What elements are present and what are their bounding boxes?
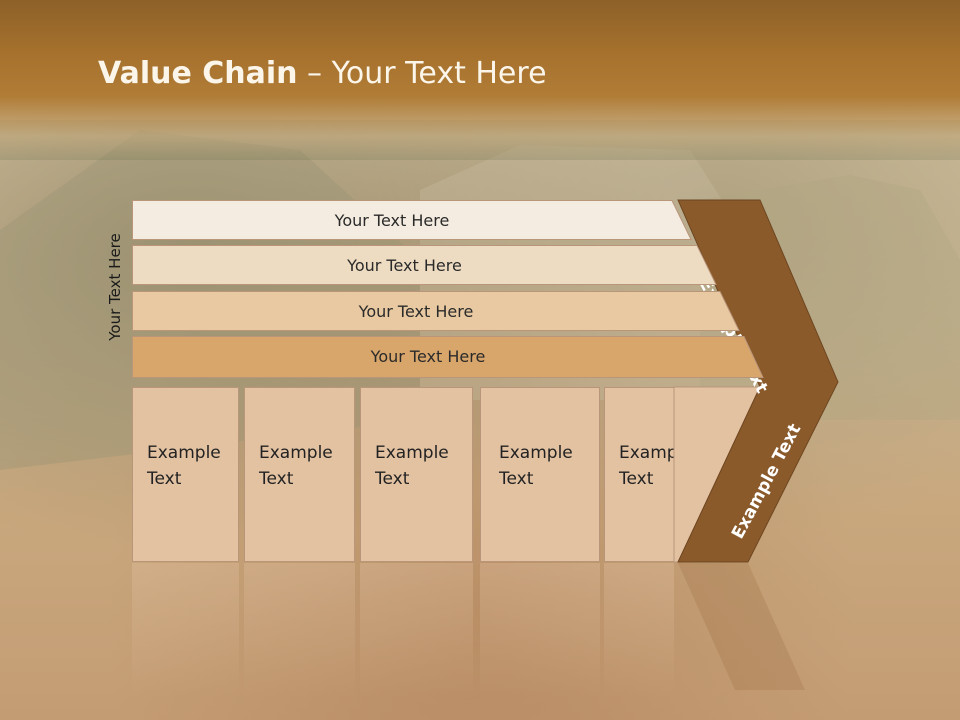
support-row-4-shape	[132, 336, 764, 378]
box-5-reflection	[604, 563, 674, 713]
primary-box-2[interactable]: Example Text	[244, 387, 355, 562]
primary-box-1[interactable]: Example Text	[132, 387, 239, 562]
primary-box-5[interactable]: Example Text	[604, 387, 693, 562]
primary-box-3-line1: Example	[375, 443, 449, 463]
box-3-reflection	[360, 563, 473, 713]
support-row-2[interactable]: Your Text Here	[132, 245, 717, 285]
support-row-2-shape	[132, 245, 717, 285]
title-bold: Value Chain	[98, 56, 298, 91]
primary-box-5-line2: Text	[619, 469, 654, 489]
primary-box-3[interactable]: Example Text	[360, 387, 473, 562]
support-row-3-label: Your Text Here	[358, 301, 474, 321]
box-4-reflection	[480, 563, 600, 713]
primary-box-3-line2: Text	[375, 469, 410, 489]
primary-box-2-line1: Example	[259, 443, 333, 463]
support-row-4[interactable]: Your Text Here	[132, 336, 764, 378]
primary-box-1-line1: Example	[147, 443, 221, 463]
box-1-reflection	[132, 563, 239, 713]
support-row-3[interactable]: Your Text Here	[132, 291, 740, 331]
primary-box-4-line2: Text	[499, 469, 534, 489]
box-2-reflection	[244, 563, 355, 713]
support-row-4-label: Your Text Here	[370, 346, 486, 366]
title-rest: – Your Text Here	[297, 56, 547, 91]
primary-box-2-line2: Text	[259, 469, 294, 489]
primary-box-4-line1: Example	[499, 443, 573, 463]
primary-box-1-line2: Text	[147, 469, 182, 489]
support-row-1-label: Your Text Here	[334, 210, 450, 230]
chevron-shape	[677, 199, 839, 563]
primary-box-4[interactable]: Example Text	[480, 387, 600, 562]
header-banner: Value Chain – Your Text Here	[0, 0, 960, 160]
support-row-2-label: Your Text Here	[347, 255, 462, 275]
support-row-3-shape	[132, 291, 740, 331]
slide-title: Value Chain – Your Text Here	[98, 56, 547, 91]
chevron-reflection	[678, 563, 805, 690]
support-row-1[interactable]: Your Text Here	[132, 200, 692, 240]
support-row-1-shape	[132, 200, 692, 240]
